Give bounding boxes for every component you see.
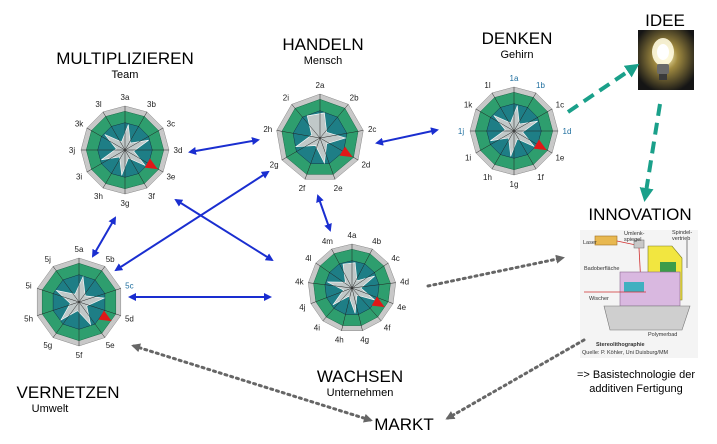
title-wachsen: WACHSEN: [317, 367, 403, 386]
radar-label-4b: 4b: [372, 237, 381, 246]
radar-label-3i: 3i: [76, 173, 82, 182]
radar-label-2g: 2g: [270, 161, 279, 170]
radar-label-3g: 3g: [121, 199, 130, 208]
subtitle-vernetzen: Umwelt: [32, 403, 69, 415]
radar-label-1a: 1a: [510, 74, 519, 83]
radar-label-2a: 2a: [316, 81, 325, 90]
radar-label-4i: 4i: [314, 324, 320, 333]
radar-label-1h: 1h: [483, 173, 492, 182]
subtitle-wachsen: Unternehmen: [327, 387, 394, 399]
radar-label-2f: 2f: [299, 184, 306, 193]
radar-label-4a: 4a: [348, 231, 357, 240]
innovation-note-line1: => Basistechnologie der: [577, 369, 695, 381]
radar-label-5i: 5i: [25, 282, 31, 291]
radar-label-5h: 5h: [24, 314, 33, 323]
radar-label-1c: 1c: [556, 101, 564, 110]
innovation-note-line2: additiven Fertigung: [589, 383, 683, 395]
arrow-wachsen-innovation: [426, 254, 565, 288]
radar-label-5d: 5d: [125, 314, 134, 323]
label-laser: Laser: [583, 240, 597, 246]
label-spindelvertrieb: Spindel-vertrieb: [672, 230, 692, 242]
radar-label-2e: 2e: [334, 184, 343, 193]
arrow-idee-innovation: [639, 103, 662, 202]
radar-label-1b: 1b: [536, 81, 545, 90]
title-vernetzen: VERNETZEN: [17, 383, 120, 402]
arrow-denken-idee: [566, 63, 640, 114]
radar-label-1i: 1i: [465, 154, 471, 163]
title-denken: DENKEN: [482, 29, 553, 48]
radar-label-1d: 1d: [563, 127, 572, 136]
label-polymerbad: Polymerbad: [648, 332, 677, 338]
radar-label-4m: 4m: [322, 237, 333, 246]
radar-label-2b: 2b: [350, 93, 359, 102]
radar-label-1f: 1f: [537, 173, 544, 182]
stereolithography-figure: Laser Umlenk-spiegel Spindel-vertrieb Ba…: [580, 230, 698, 358]
radar-label-3l: 3l: [95, 100, 101, 109]
radar-label-3d: 3d: [174, 146, 183, 155]
radar-label-2d: 2d: [361, 161, 370, 170]
arrow-innovation-markt: [445, 338, 586, 420]
arrow-multiplizieren-wachsen: [174, 198, 274, 262]
radar-label-4h: 4h: [335, 336, 344, 345]
label-umlenkspiegel: Umlenk-spiegel: [624, 231, 645, 243]
title-markt: MARKT: [374, 415, 434, 434]
arrow-handeln-denken: [375, 127, 439, 146]
radar-label-1g: 1g: [510, 180, 519, 189]
radar-label-1k: 1k: [464, 101, 473, 110]
caption-source: Quelle: P. Köhler, Uni Duisburg/MM: [582, 350, 669, 356]
arrow-vernetzen-handeln: [114, 170, 270, 272]
radar-label-5e: 5e: [106, 341, 115, 350]
radar-label-1l: 1l: [484, 81, 490, 90]
arrow-multiplizieren-vernetzen: [91, 216, 117, 258]
arrow-multiplizieren-handeln: [188, 137, 260, 155]
radar-vernetzen: 5a 5b 5c 5d 5e 5f 5g 5h 5i 5j: [24, 245, 134, 360]
label-badoberflaeche: Badoberfläche: [584, 266, 619, 272]
radar-label-5g: 5g: [43, 341, 52, 350]
radar-label-4g: 4g: [360, 336, 369, 345]
radar-label-1e: 1e: [555, 154, 564, 163]
radar-label-2h: 2h: [263, 125, 272, 134]
radar-label-1j: 1j: [458, 127, 464, 136]
radar-multiplizieren: 3a 3b 3c 3d 3e 3f 3g 3h 3i 3j 3k 3l: [69, 93, 183, 208]
radar-label-2i: 2i: [283, 93, 289, 102]
radar-label-4f: 4f: [384, 324, 391, 333]
radar-label-3a: 3a: [121, 93, 130, 102]
radar-label-4k: 4k: [295, 278, 304, 287]
title-handeln: HANDELN: [282, 35, 363, 54]
lightbulb-icon: [638, 30, 694, 90]
radar-label-4l: 4l: [305, 254, 311, 263]
radar-label-4d: 4d: [400, 278, 409, 287]
radar-label-3f: 3f: [148, 192, 155, 201]
radar-handeln: 2a 2b 2c 2d 2e 2f 2g 2h 2i: [263, 81, 376, 193]
radar-label-5b: 5b: [106, 255, 115, 264]
radar-label-3c: 3c: [167, 120, 175, 129]
arrow-handeln-wachsen: [316, 194, 332, 232]
radar-label-4e: 4e: [397, 303, 406, 312]
radar-label-3b: 3b: [147, 100, 156, 109]
title-idee: IDEE: [645, 11, 685, 30]
radar-label-3k: 3k: [75, 120, 84, 129]
radar-denken: 1a 1b 1c 1d 1e 1f 1g 1h 1i 1j 1k 1l: [458, 74, 572, 189]
radar-label-4c: 4c: [391, 254, 399, 263]
label-wischer: Wischer: [589, 296, 609, 302]
radar-label-2c: 2c: [368, 125, 376, 134]
radar-label-3e: 3e: [166, 173, 175, 182]
radar-label-4j: 4j: [299, 303, 305, 312]
title-innovation: INNOVATION: [588, 205, 691, 224]
title-multiplizieren: MULTIPLIZIEREN: [56, 49, 194, 68]
radar-label-5c: 5c: [125, 282, 133, 291]
subtitle-multiplizieren: Team: [112, 69, 139, 81]
radar-label-5f: 5f: [76, 351, 83, 360]
radar-wachsen: 4a 4b 4c 4d 4e 4f 4g 4h 4i 4j 4k 4l 4m: [295, 231, 409, 345]
arrow-markt-vernetzen: [131, 343, 373, 423]
radar-label-5a: 5a: [75, 245, 84, 254]
radar-label-5j: 5j: [45, 255, 51, 264]
subtitle-denken: Gehirn: [500, 49, 533, 61]
radar-label-3j: 3j: [69, 146, 75, 155]
caption-title: Stereolithographie: [596, 342, 645, 348]
radar-label-3h: 3h: [94, 192, 103, 201]
subtitle-handeln: Mensch: [304, 55, 343, 67]
